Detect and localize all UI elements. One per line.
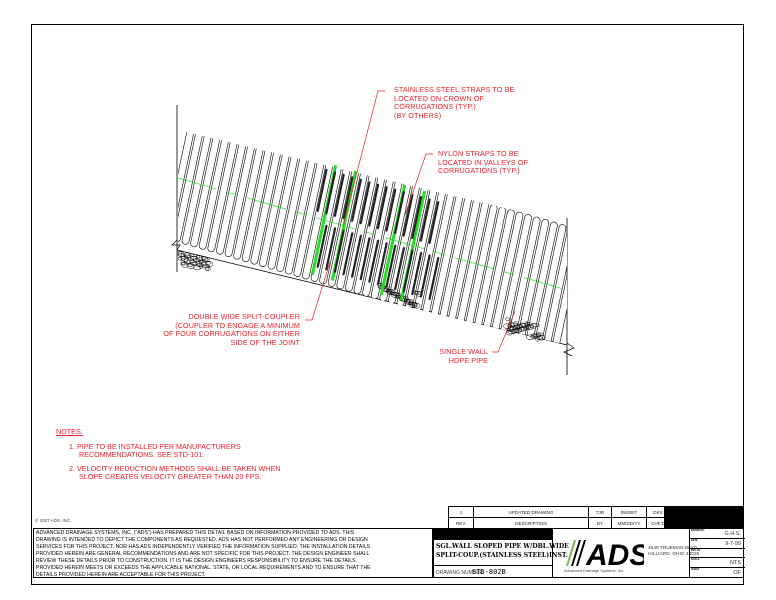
disclaimer-line: SERVICES FOR THIS PROJECT, NOR HAS ADS I… [36, 544, 371, 550]
company-address: 4640 TRUEMAN BLVD HILLIARD, OHIO 43026 [648, 546, 699, 558]
logo-subtitle: Advanced Drainage Systems, Inc. [564, 568, 625, 573]
field-sheet: SHEET OF [690, 568, 745, 578]
field-value: 9-7-99 [725, 540, 741, 547]
callout-line: HDPE PIPE [448, 355, 488, 365]
copyright: © 2007 ADS, INC. [35, 518, 72, 523]
title-fields: DRAWN BY G.H.S. DATE 9-7-99 REV BY SCALE NT… [689, 529, 745, 578]
drawing-title: SGL.WALL SLOPED PIPE W/DBL.WIDE SPLIT-CO… [436, 542, 569, 560]
notes-section: NOTES: 1. PIPE TO BE INSTALLED PER MANUF… [56, 427, 281, 487]
description-header: DESCRIPTION [473, 517, 589, 529]
field-date: DATE 9-7-99 [690, 539, 745, 549]
callout-nylon-straps: NYLON STRAPS TO BE LOCATED IN VALLEYS OF… [438, 149, 529, 176]
leader-nylon [404, 153, 433, 216]
note-number: 2. [69, 463, 75, 473]
callout-line: CORRUGATIONS (TYP.) [394, 102, 476, 112]
revision-header: REV. DESCRIPTION BY MM/DD/YY CHK'D [448, 517, 670, 529]
leader-stainless [342, 90, 385, 227]
field-label: SCALE [691, 558, 700, 562]
field-value: NTS [730, 560, 741, 567]
callout-line: SINGLE WALL [439, 347, 488, 356]
field-value: G.H.S. [724, 531, 741, 537]
disclaimer-line: DRAWING IS INTENDED TO DEPICT THE COMPON… [36, 537, 368, 543]
note-text: PIPE TO BE INSTALLED PER MANUFACTURERS [77, 441, 241, 451]
field-rev-by: REV BY [690, 549, 745, 559]
note-text: VELOCITY REDUCTION METHODS SHALL BE TAKE… [77, 463, 281, 473]
revision-row: 1 UPDATED DRAWING TJR 09/2007 DKS [448, 506, 670, 518]
disclaimer-line: DETAILS PROVIDED HEREIN ARE ACCEPTABLE F… [36, 572, 206, 578]
drawing-number-row: DRAWING NUMBER: STD-802B [434, 565, 552, 579]
note-number: 1. [69, 441, 75, 451]
notes-title: NOTES: [56, 427, 83, 436]
title-black-bar [434, 529, 552, 540]
description-cell: UPDATED DRAWING [473, 506, 589, 518]
title-block: SGL.WALL SLOPED PIPE W/DBL.WIDE SPLIT-CO… [433, 528, 745, 579]
callout-line: SIDE OF THE JOINT [230, 337, 300, 347]
by-cell: TJR [588, 506, 612, 518]
title-line: SPLIT-COUP.(STAINLESS STEEL)INST. [436, 552, 568, 559]
address-line: HILLIARD, OHIO 43026 [648, 552, 700, 557]
field-label: DRAWN BY [691, 529, 705, 532]
field-label: SHEET [691, 568, 700, 572]
pipe-centerline [177, 177, 568, 291]
address-line: 4640 TRUEMAN BLVD [648, 546, 698, 551]
callout-hdpe-pipe: SINGLE WALL HDPE PIPE [420, 347, 488, 365]
ads-logo-icon: ADS [566, 539, 644, 568]
rev-header: REV. [448, 517, 474, 529]
svg-text:ADS: ADS [585, 539, 644, 568]
disclaimer-box: ADVANCED DRAINAGE SYSTEMS, INC. ("ADS") … [33, 528, 433, 578]
callout-line: LOCATED ON CROWN OF [394, 93, 485, 103]
callout-line: STAINLESS STEEL STRAPS TO BE [394, 85, 515, 94]
note-item: 2. VELOCITY REDUCTION METHODS SHALL BE T… [69, 463, 281, 482]
disclaimer-line: PROVIDED HEREIN MEETS OR EXCEEDS THE APP… [36, 565, 371, 571]
note-item: 1. PIPE TO BE INSTALLED PER MANUFACTURER… [69, 441, 280, 460]
drawing-number-label: DRAWING NUMBER: [436, 570, 485, 576]
drawing-border [31, 24, 744, 585]
callout-split-coupler: DOUBLE WIDE SPLIT-COUPLER (COUPLER TO EN… [160, 312, 300, 347]
callout-line: NYLON STRAPS TO BE [438, 149, 519, 158]
drawing-number: STD-802B [472, 568, 506, 576]
callout-line: CORRUGATIONS (TYP.) [438, 166, 520, 176]
note-text: RECOMMENDATIONS. SEE STD-101. [79, 450, 205, 460]
callout-line: LOCATED IN VALLEYS OF [438, 157, 529, 167]
field-label: DATE [691, 538, 698, 542]
date-cell: 09/2007 [611, 506, 647, 518]
field-value: OF [733, 570, 741, 577]
note-text: SLOPE CREATES VELOCITY GREATER THAN 20 F… [79, 472, 262, 482]
divider [552, 529, 553, 578]
callout-line: (COUPLER TO ENGAGE A MINIMUM [175, 320, 300, 330]
date-header: MM/DD/YY [611, 517, 647, 529]
field-label: REV BY [691, 548, 701, 552]
leader-pipe [492, 310, 516, 353]
disclaimer-line: PROVIDED HEREIN ARE GENERAL RECOMMENDATI… [36, 551, 370, 557]
callout-line: OF FOUR CORRUGATIONS ON EITHER [163, 329, 300, 339]
field-drawn-by: DRAWN BY G.H.S. [690, 529, 745, 539]
callout-line: (BY OTHERS) [394, 110, 442, 120]
leader-coupler [305, 261, 331, 321]
callout-stainless-straps: STAINLESS STEEL STRAPS TO BE LOCATED ON … [394, 85, 515, 120]
disclaimer-line: ADVANCED DRAINAGE SYSTEMS, INC. ("ADS") … [36, 530, 355, 536]
rev-cell: 1 [448, 506, 474, 518]
disclaimer-line: REVIEW THESE DETAILS PRIOR TO CONSTRUCTI… [36, 558, 356, 564]
title-line: SGL.WALL SLOPED PIPE W/DBL.WIDE [436, 543, 569, 550]
revision-block-fill [664, 506, 744, 528]
revision-table: 1 UPDATED DRAWING TJR 09/2007 DKS REV. D… [448, 506, 670, 529]
by-header: BY [588, 517, 612, 529]
callout-line: DOUBLE WIDE SPLIT-COUPLER [188, 312, 300, 321]
field-scale: SCALE NTS [690, 558, 745, 569]
